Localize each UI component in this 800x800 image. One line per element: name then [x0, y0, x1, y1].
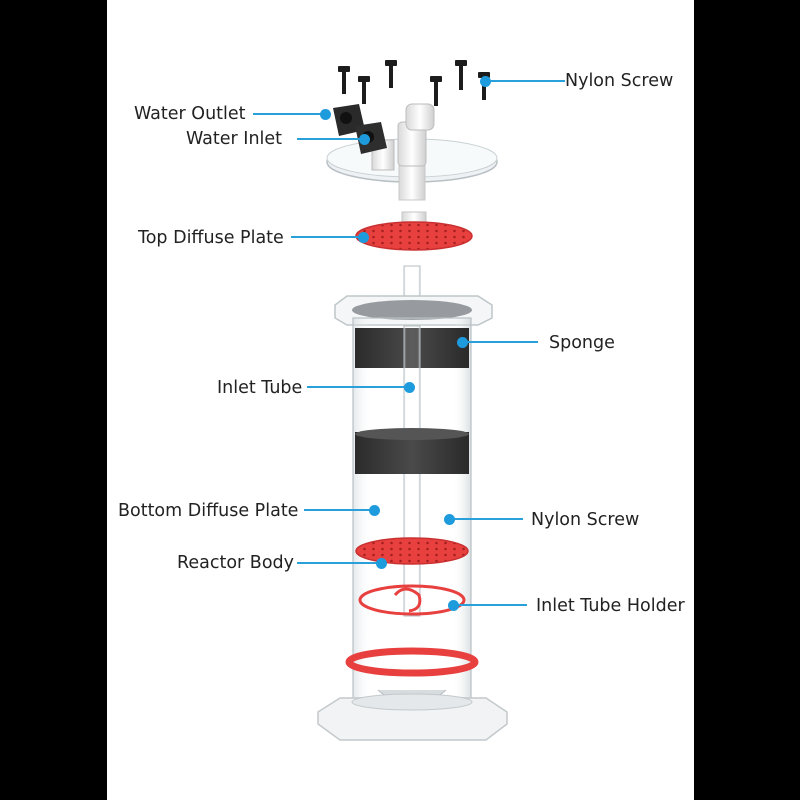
callout-dot-inlet-tube-holder: [447, 599, 459, 611]
reactor-body-illustration: [317, 295, 508, 741]
callout-dot-sponge: [456, 336, 468, 348]
callout-dot-water-inlet: [358, 133, 370, 145]
callout-dot-nylon-screw-top: [479, 75, 491, 87]
label-nylon-screw-top: Nylon Screw: [565, 71, 674, 91]
label-nylon-screw-side: Nylon Screw: [531, 510, 640, 530]
callout-dot-top-diffuse-plate: [357, 231, 369, 243]
label-water-outlet: Water Outlet: [134, 104, 246, 124]
callout-line-top-diffuse-plate: [291, 236, 363, 238]
callout-line-inlet-tube-holder: [453, 604, 527, 606]
top-diffuse-plate-illustration: [355, 211, 473, 251]
callout-line-inlet-tube: [307, 386, 409, 388]
callout-line-water-outlet: [253, 113, 325, 115]
lid-assembly: [326, 103, 498, 201]
callout-dot-bottom-diffuse-plate: [368, 504, 380, 516]
label-inlet-tube: Inlet Tube: [217, 378, 303, 398]
label-inlet-tube-holder: Inlet Tube Holder: [536, 596, 685, 616]
callout-line-nylon-screw-top: [485, 80, 565, 82]
callout-dot-nylon-screw-side: [443, 513, 455, 525]
label-water-inlet: Water Inlet: [186, 129, 283, 149]
callout-dot-water-outlet: [319, 108, 331, 120]
diagram-canvas: Nylon Screw Water Outlet Water Inlet Top…: [107, 0, 694, 800]
label-sponge: Sponge: [549, 333, 615, 353]
label-reactor-body: Reactor Body: [177, 553, 294, 573]
callout-line-bottom-diffuse-plate: [304, 509, 374, 511]
reactor-illustration: [317, 60, 508, 741]
callout-dot-reactor-body: [375, 557, 387, 569]
callout-line-reactor-body: [297, 562, 381, 564]
callout-line-nylon-screw-side: [449, 518, 523, 520]
label-top-diffuse-plate: Top Diffuse Plate: [138, 228, 284, 248]
nylon-screws-top: [338, 60, 490, 106]
callout-line-water-inlet: [297, 138, 364, 140]
callout-line-sponge: [462, 341, 538, 343]
label-bottom-diffuse-plate: Bottom Diffuse Plate: [118, 501, 299, 521]
callout-dot-inlet-tube: [403, 381, 415, 393]
